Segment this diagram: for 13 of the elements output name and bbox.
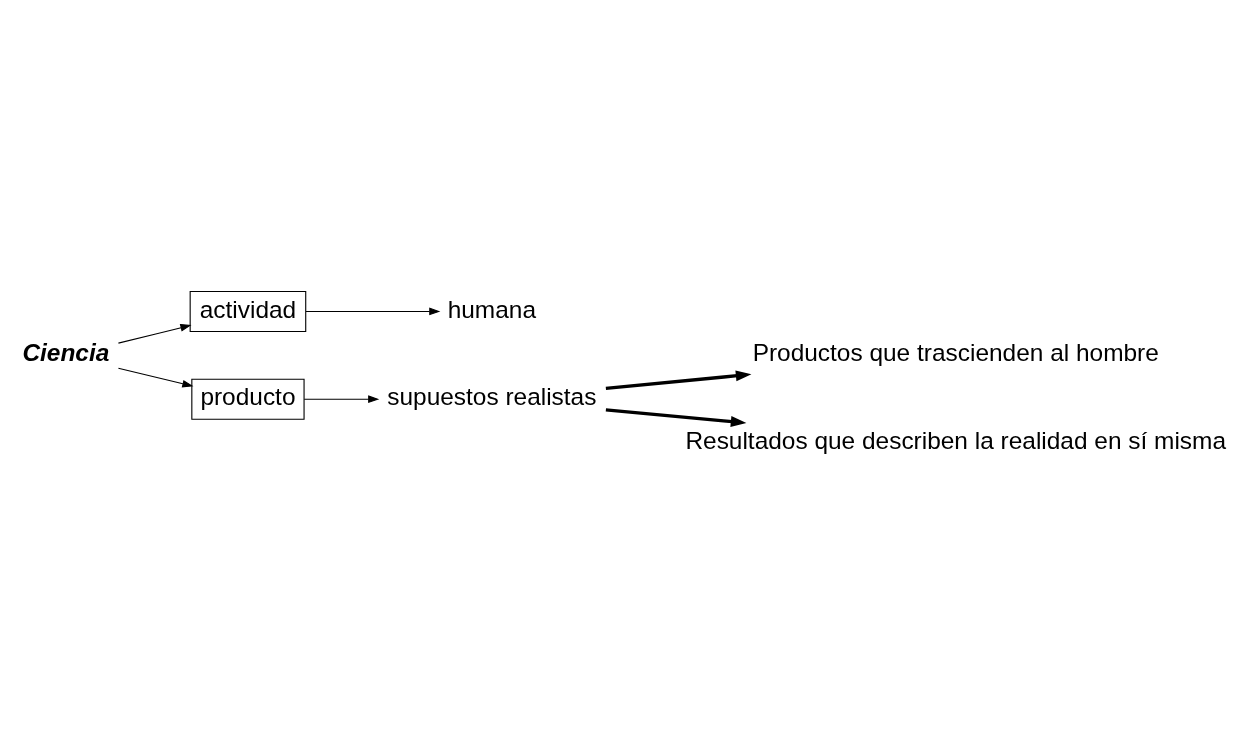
arrow bbox=[303, 394, 380, 403]
arrow bbox=[605, 369, 752, 390]
node-text: humana bbox=[447, 295, 536, 323]
node-box: actividad bbox=[189, 290, 307, 332]
arrow bbox=[305, 307, 441, 315]
arrow bbox=[117, 323, 192, 344]
arrow bbox=[117, 367, 194, 388]
node-text: Ciencia bbox=[22, 338, 110, 366]
node-text: supuestos realistas bbox=[387, 382, 597, 410]
arrow bbox=[605, 407, 747, 427]
node-text: Resultados que describen la realidad en sí misma bbox=[685, 426, 1227, 454]
node-box: producto bbox=[191, 378, 305, 420]
node-text: Productos que trascienden al hombre bbox=[752, 338, 1159, 366]
